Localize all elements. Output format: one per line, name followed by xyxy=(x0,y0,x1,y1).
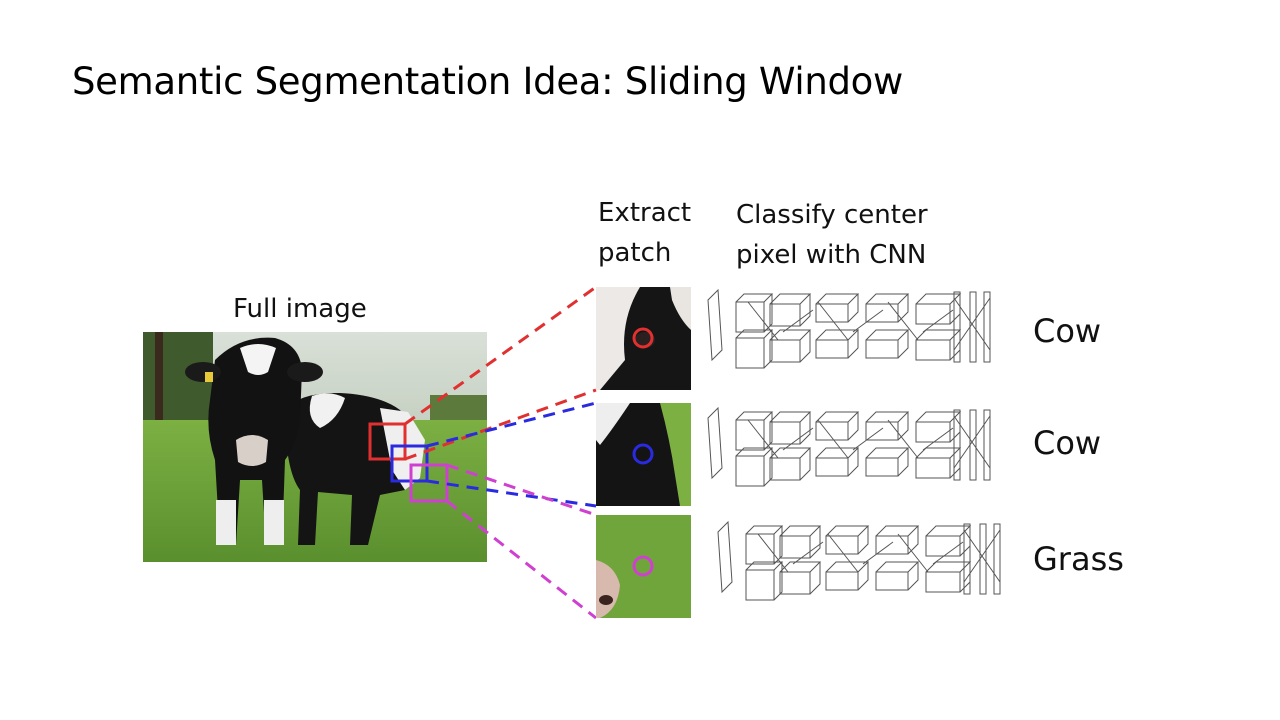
full-image xyxy=(143,332,487,562)
cnn-dense-layer xyxy=(980,524,986,594)
front-cow-ear-left xyxy=(185,362,221,382)
patch-image-0 xyxy=(596,287,691,390)
ear-tag xyxy=(205,372,213,382)
cnn-diagram-1 xyxy=(708,408,990,486)
cnn-dense-layer xyxy=(970,292,976,362)
patch-image-2 xyxy=(596,515,691,618)
cnn-input-volume xyxy=(708,408,722,478)
patch-image-1 xyxy=(596,403,691,506)
front-cow-muzzle xyxy=(236,435,268,466)
cnn-diagram-2 xyxy=(718,522,1000,600)
front-cow-ear-right xyxy=(287,362,323,382)
tree-trunk xyxy=(155,332,163,432)
cnn-dense-layer xyxy=(970,410,976,480)
cnn-diagram-0 xyxy=(708,290,990,368)
front-cow-leg-left xyxy=(216,500,236,545)
cnn-input-volume xyxy=(718,522,732,592)
cnn-diagrams xyxy=(708,290,1000,600)
front-cow-leg-right xyxy=(264,500,284,545)
cnn-input-volume xyxy=(708,290,722,360)
